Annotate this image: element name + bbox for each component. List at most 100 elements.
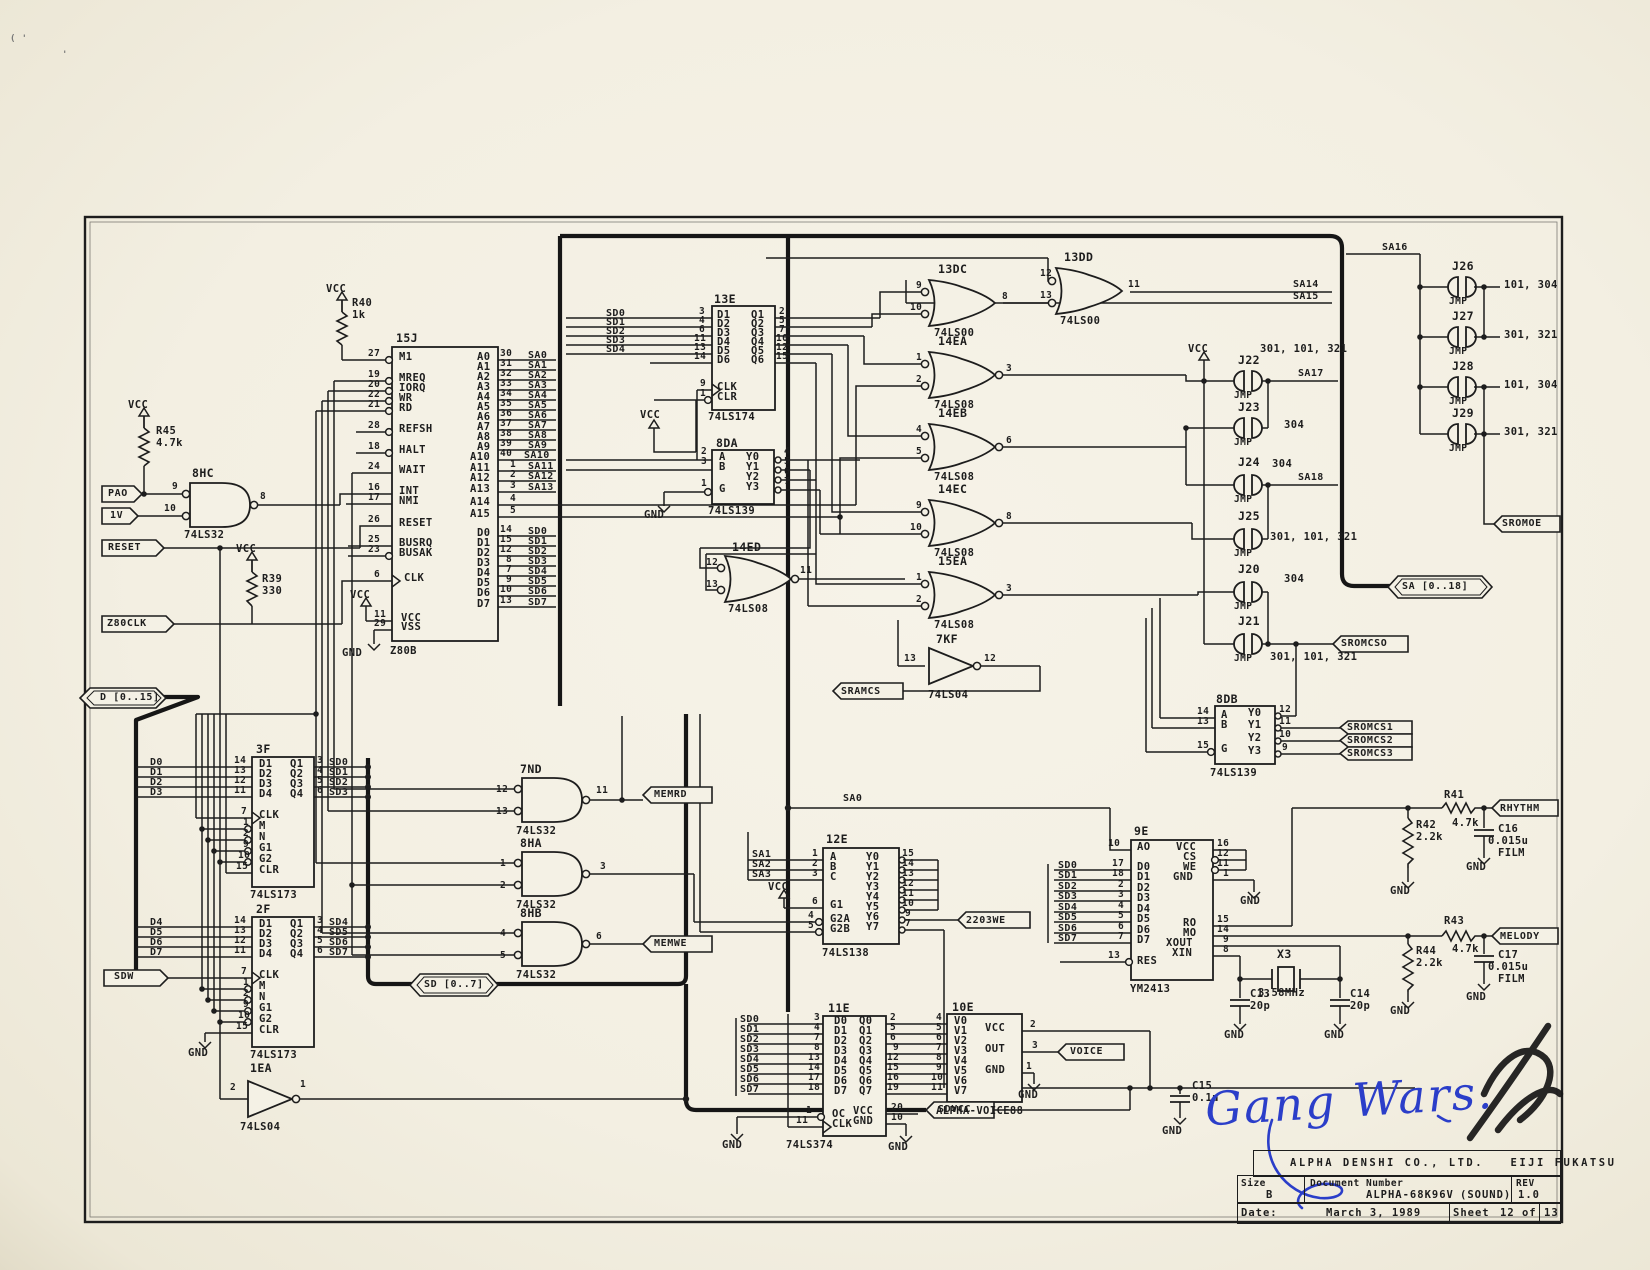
gate-8hb xyxy=(521,921,583,967)
schematic-label: D2 xyxy=(834,1035,848,1047)
schematic-label: RES xyxy=(1137,955,1158,967)
schematic-label: 2.2k xyxy=(1416,957,1443,969)
doc-number-value: ALPHA-68K96V xyxy=(1366,1189,1454,1201)
schematic-label: D6 xyxy=(150,937,163,948)
schematic-label: 14 xyxy=(500,524,513,535)
schematic-label: CLK xyxy=(259,969,280,981)
cap-c17 xyxy=(1474,955,1494,963)
schematic-label: BUSAK xyxy=(399,547,433,559)
schematic-label: 12 xyxy=(496,784,509,795)
schematic-label: D [0..15] xyxy=(100,692,160,703)
schematic-label: 74LS174 xyxy=(708,411,756,423)
schematic-label: 13 xyxy=(902,868,915,879)
schematic-label: 13DC xyxy=(938,262,968,276)
schematic-label: D3 xyxy=(150,787,163,798)
schematic-label: GND xyxy=(1466,861,1487,873)
schematic-label: V7 xyxy=(954,1085,968,1097)
jumpers xyxy=(1233,276,1477,655)
schematic-label: 301, 101, 321 xyxy=(1260,343,1348,355)
schematic-label: Q1 xyxy=(290,918,304,930)
schematic-label: 13E xyxy=(714,292,736,306)
schematic-label: VCC xyxy=(640,409,661,421)
schematic-label: SD6 xyxy=(740,1074,760,1085)
schematic-label: SA8 xyxy=(528,430,548,441)
gate-7kf-inverter xyxy=(928,646,976,686)
schematic-label: D3 xyxy=(717,327,731,339)
schematic-label: AO xyxy=(1137,841,1151,853)
schematic-label: C16 xyxy=(1498,823,1519,835)
schematic-label: 10 xyxy=(776,333,789,344)
schematic-label: 2203WE xyxy=(966,915,1006,926)
schematic-label: GND xyxy=(1018,1089,1039,1101)
schematic-label: SD2 xyxy=(329,777,349,788)
resistor-r44 xyxy=(1401,943,1415,992)
schematic-label: 7 xyxy=(241,806,248,817)
schematic-label: SA14 xyxy=(1293,279,1319,290)
schematic-label: G2B xyxy=(830,923,851,935)
schematic-label: D7 xyxy=(834,1085,848,1097)
schematic-label: 16 xyxy=(887,1072,900,1083)
signal-flags xyxy=(78,485,1561,1119)
schematic-label: CLK xyxy=(404,572,425,584)
schematic-label: 2.2k xyxy=(1416,831,1443,843)
resistor-r39 xyxy=(245,571,259,607)
schematic-label: SD5 xyxy=(1058,912,1078,923)
schematic-label: 8 xyxy=(260,491,267,502)
schematic-label: 35 xyxy=(500,398,513,409)
schematic-label: 101, 304 xyxy=(1504,379,1558,391)
schematic-label: Y7 xyxy=(866,921,880,933)
schematic-label: 10 xyxy=(931,1072,944,1083)
schematic-label: D1 xyxy=(717,309,731,321)
schematic-label: A8 xyxy=(477,431,491,443)
schematic-label: SA [0..18] xyxy=(1402,581,1469,592)
schematic-label: Q6 xyxy=(859,1075,873,1087)
schematic-label: SA0 xyxy=(843,793,863,804)
schematic-label: C17 xyxy=(1498,949,1519,961)
schematic-label: GND xyxy=(1466,991,1487,1003)
schematic-label: 23 xyxy=(368,544,381,555)
schematic-label: FILM xyxy=(1498,847,1525,859)
schematic-label: D0 xyxy=(150,757,163,768)
schematic-label: ALPHA-VOICE88 xyxy=(936,1105,1024,1117)
schematic-label: Q4 xyxy=(290,788,304,800)
schematic-label: 15EA xyxy=(938,554,968,568)
schematic-label: D4 xyxy=(477,567,491,579)
schematic-label: 4.7k xyxy=(156,437,183,449)
company-name: ALPHA DENSHI CO., LTD. EIJI FUKATSU xyxy=(1290,1157,1617,1169)
schematic-label: A2 xyxy=(477,371,491,383)
schematic-label: 21 xyxy=(368,399,381,410)
schematic-label: GND xyxy=(985,1064,1006,1076)
schematic-label: 74LS139 xyxy=(708,505,756,517)
schematic-label: N xyxy=(259,991,266,1003)
schematic-label: J28 xyxy=(1452,359,1474,373)
schematic-label: 74LS173 xyxy=(250,889,298,901)
schematic-label: J23 xyxy=(1238,400,1260,414)
schematic-label: CLK xyxy=(717,381,738,393)
schematic-label: SRAMCS xyxy=(841,686,881,697)
schematic-label: 14 xyxy=(808,1062,821,1073)
schematic-label: 8 xyxy=(1002,291,1009,302)
schematic-label: J24 xyxy=(1238,455,1260,469)
schematic-label: SD2 xyxy=(528,546,548,557)
schematic-label: SD3 xyxy=(528,556,548,567)
schematic-label: SD1 xyxy=(740,1024,760,1035)
schematic-label: 8DA xyxy=(716,436,738,450)
schematic-label: 2 xyxy=(701,446,708,457)
schematic-label: 1 xyxy=(916,352,923,363)
schematic-label: VCC xyxy=(350,589,371,601)
schematic-label: 11 xyxy=(234,785,247,796)
schematic-label: 8 xyxy=(1006,511,1013,522)
schematic-label: SD5 xyxy=(740,1064,760,1075)
schematic-label: SD0 xyxy=(528,526,548,537)
schematic-label: A9 xyxy=(477,441,491,453)
schematic-label: A4 xyxy=(477,391,491,403)
schematic-label: 2 xyxy=(779,306,786,317)
schematic-label: JMP xyxy=(1234,494,1253,505)
schematic-label: SA11 xyxy=(528,461,554,472)
schematic-label: 40 xyxy=(500,448,513,459)
schematic-label: SD1 xyxy=(528,536,548,547)
schematic-label: 304 xyxy=(1284,419,1305,431)
schematic-label: G2 xyxy=(259,1013,273,1025)
schematic-label: Q5 xyxy=(751,345,765,357)
title-date-row: Date: March 3, 1989 Sheet 12 of 13 xyxy=(1237,1202,1561,1224)
